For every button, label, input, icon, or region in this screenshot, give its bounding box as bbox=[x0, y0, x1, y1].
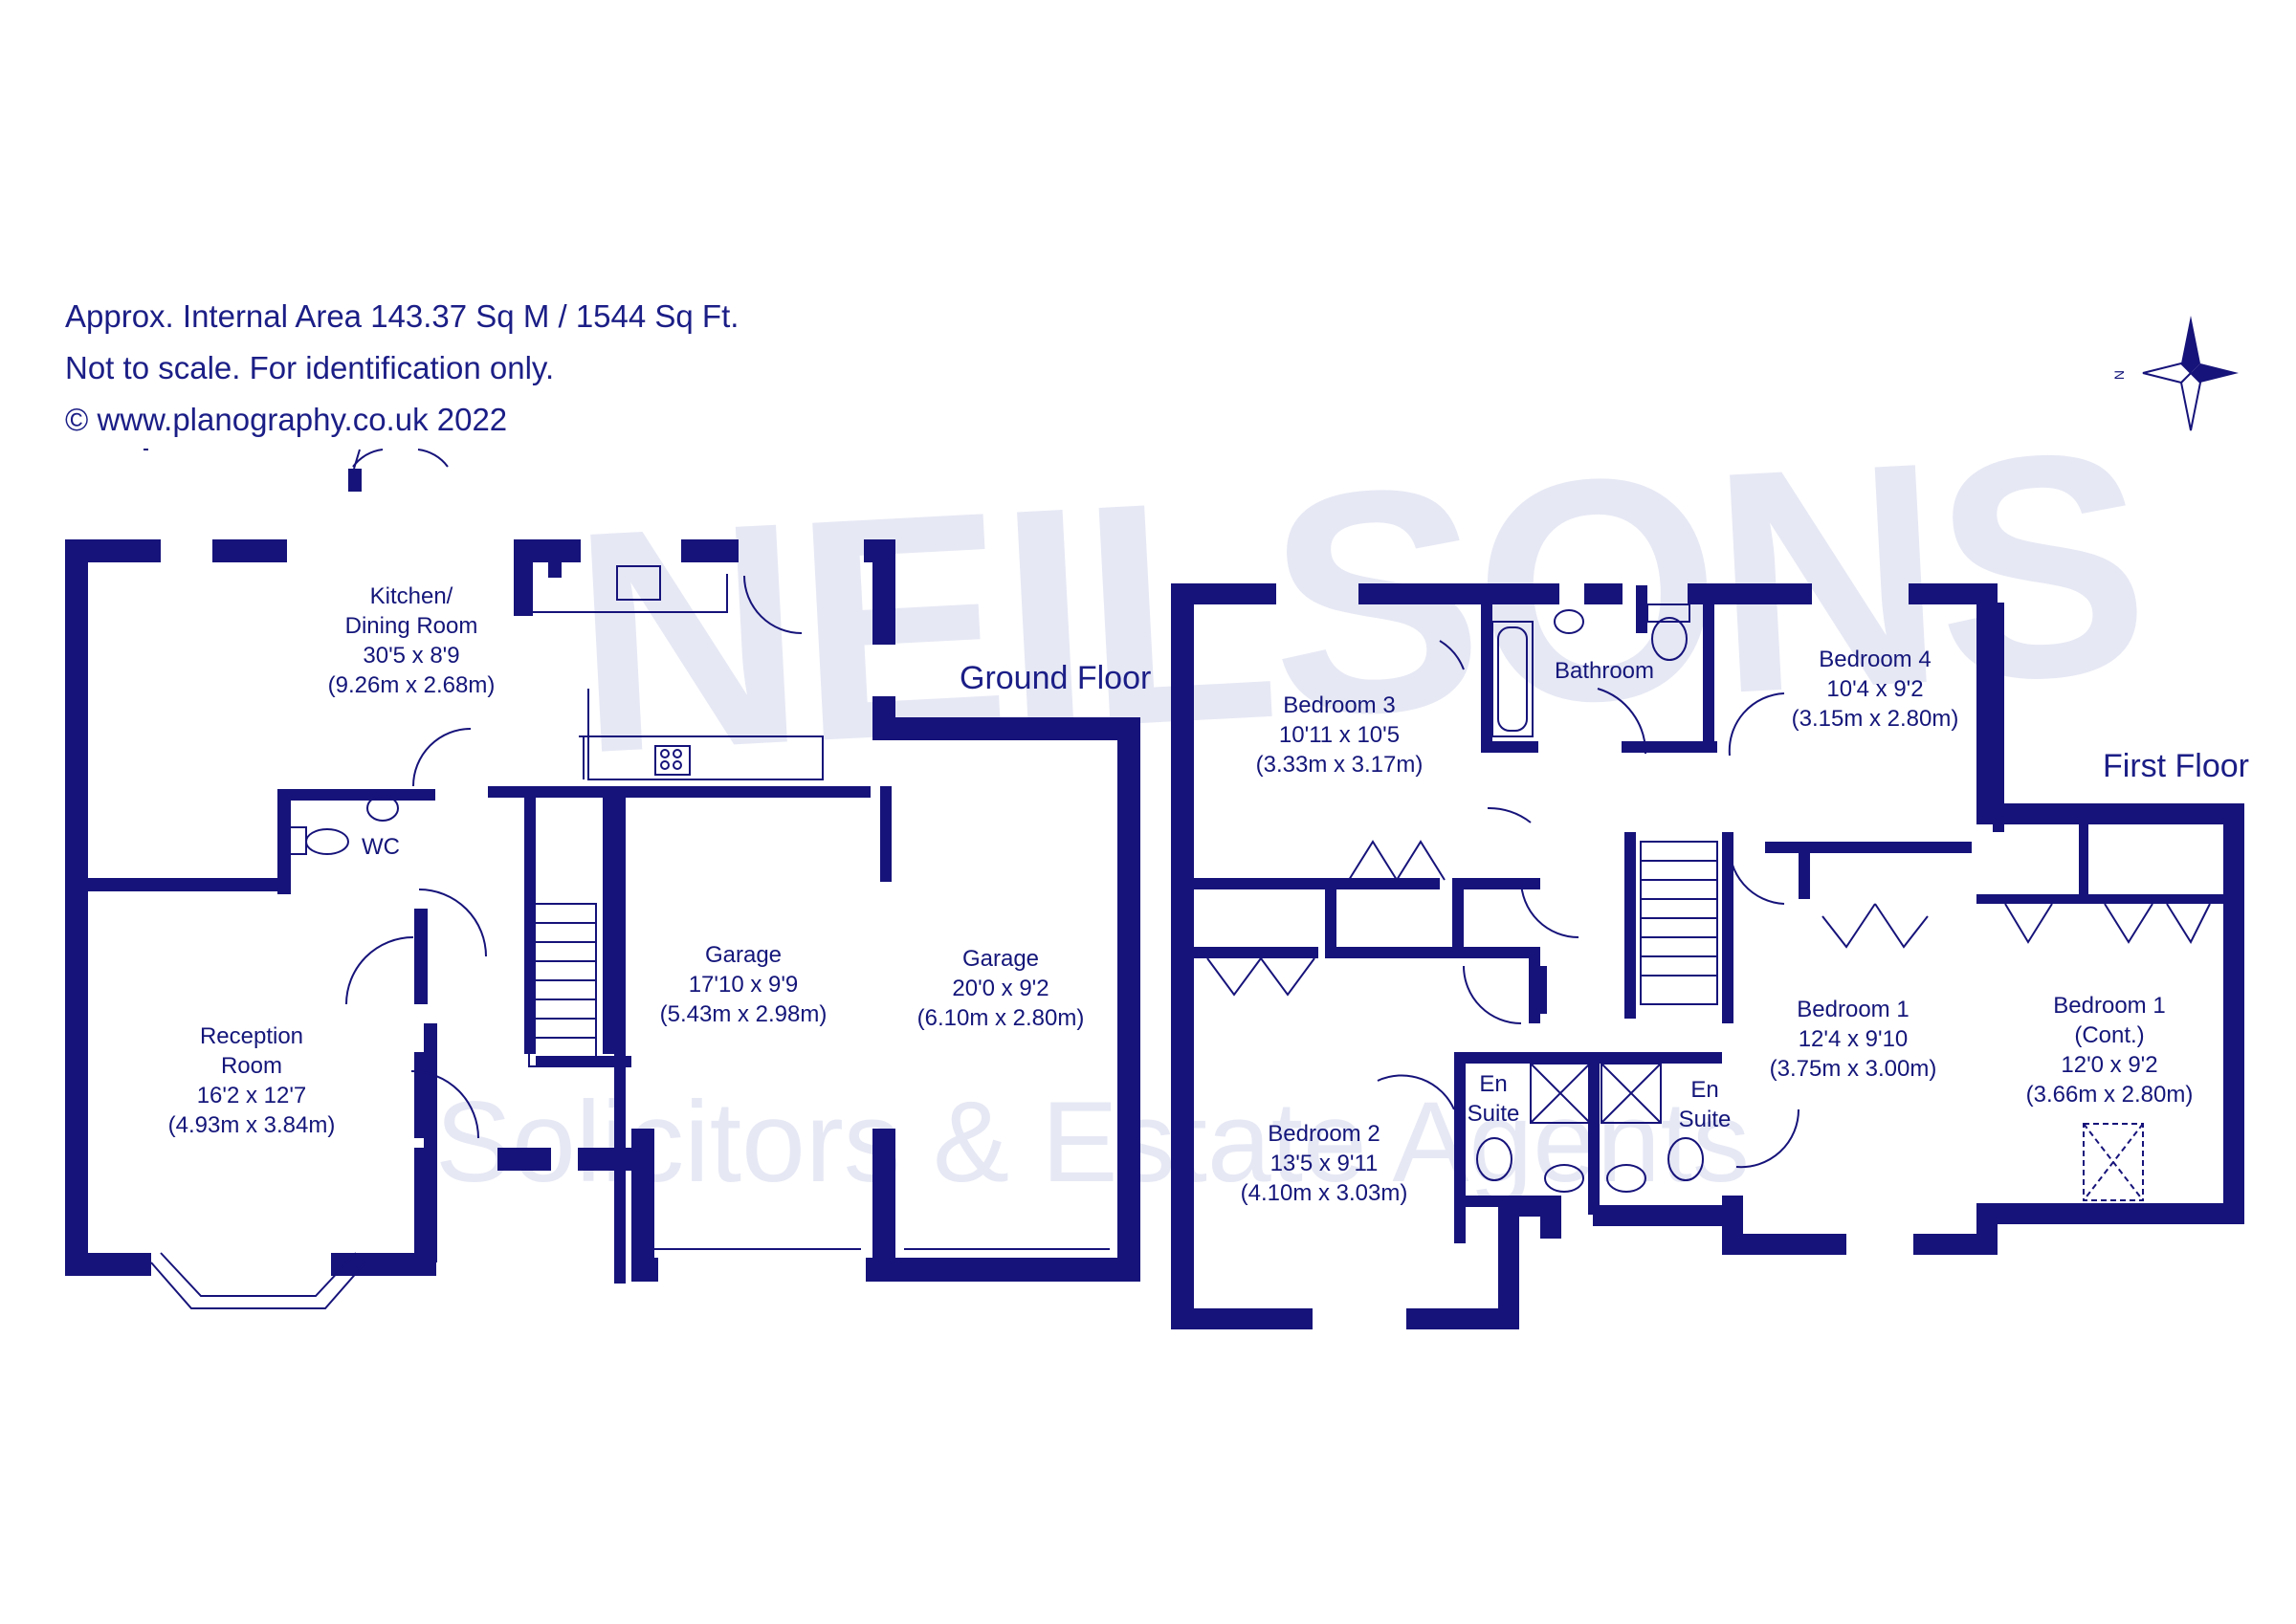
ground-floor-title: Ground Floor bbox=[960, 660, 1152, 696]
ground-floor-fixtures bbox=[144, 449, 1110, 1309]
room-dimensions-metric: (6.10m x 2.80m) bbox=[916, 1005, 1085, 1031]
room-name: Room bbox=[220, 1053, 283, 1079]
room-dimensions-metric: (3.66m x 2.80m) bbox=[2025, 1082, 2194, 1108]
room-dimensions-metric: (9.26m x 2.68m) bbox=[327, 672, 496, 698]
ground-floor-walls bbox=[65, 469, 1140, 1284]
room-name: Suite bbox=[1467, 1101, 1520, 1127]
room-reception: Reception Room 16'2 x 12'7 (4.93m x 3.84… bbox=[168, 1021, 336, 1140]
compass-rose bbox=[2142, 316, 2239, 431]
room-note: (Cont.) bbox=[2074, 1022, 2145, 1048]
internal-area-note: Approx. Internal Area 143.37 Sq M / 1544… bbox=[65, 298, 740, 334]
room-name: Reception bbox=[199, 1023, 304, 1049]
room-name: Garage bbox=[704, 942, 783, 968]
room-ensuite-1: En Suite bbox=[1468, 1069, 1520, 1129]
room-name: En bbox=[1479, 1071, 1508, 1097]
room-dimensions-imperial: 17'10 x 9'9 bbox=[688, 972, 799, 998]
room-kitchen-dining: Kitchen/ Dining Room 30'5 x 8'9 (9.26m x… bbox=[328, 582, 496, 700]
room-dimensions-imperial: 13'5 x 9'11 bbox=[1269, 1151, 1379, 1176]
room-dimensions-imperial: 30'5 x 8'9 bbox=[363, 643, 460, 669]
room-dimensions-metric: (4.93m x 3.84m) bbox=[167, 1112, 336, 1138]
scale-disclaimer: Not to scale. For identification only. bbox=[65, 350, 555, 385]
room-name: Garage bbox=[961, 946, 1040, 972]
room-bedroom-1-cont: Bedroom 1 (Cont.) 12'0 x 9'2 (3.66m x 2.… bbox=[2026, 991, 2194, 1109]
room-name: Bedroom 4 bbox=[1819, 647, 1932, 672]
first-floor-walls bbox=[1171, 583, 2244, 1329]
room-dimensions-imperial: 10'11 x 10'5 bbox=[1278, 722, 1401, 748]
room-name: Bedroom 1 bbox=[1797, 997, 1910, 1022]
room-wc: WC bbox=[362, 832, 400, 862]
room-dimensions-metric: (3.75m x 3.00m) bbox=[1769, 1056, 1937, 1082]
room-ensuite-2: En Suite bbox=[1679, 1075, 1732, 1134]
room-dimensions-metric: (3.33m x 3.17m) bbox=[1255, 752, 1424, 778]
room-dimensions-imperial: 12'4 x 9'10 bbox=[1798, 1026, 1909, 1052]
room-dimensions-imperial: 16'2 x 12'7 bbox=[196, 1083, 307, 1108]
room-dimensions-metric: (3.15m x 2.80m) bbox=[1791, 706, 1959, 732]
room-dimensions-imperial: 10'4 x 9'2 bbox=[1826, 676, 1924, 702]
room-name: Kitchen/ bbox=[369, 583, 453, 609]
room-bedroom-3: Bedroom 3 10'11 x 10'5 (3.33m x 3.17m) bbox=[1256, 691, 1424, 779]
first-floor-title: First Floor bbox=[2103, 748, 2249, 784]
room-name: Suite bbox=[1678, 1107, 1732, 1132]
room-name: Dining Room bbox=[344, 613, 478, 639]
room-bedroom-4: Bedroom 4 10'4 x 9'2 (3.15m x 2.80m) bbox=[1792, 645, 1959, 734]
room-bedroom-1: Bedroom 1 12'4 x 9'10 (3.75m x 3.00m) bbox=[1770, 995, 1937, 1084]
first-floor-fixtures bbox=[1206, 604, 2211, 1201]
room-bathroom: Bathroom bbox=[1555, 656, 1654, 686]
room-dimensions-imperial: 12'0 x 9'2 bbox=[2061, 1052, 2158, 1078]
room-bedroom-2: Bedroom 2 13'5 x 9'11 (4.10m x 3.03m) bbox=[1241, 1119, 1408, 1208]
room-name: Bedroom 2 bbox=[1268, 1121, 1380, 1147]
copyright-note: © www.planography.co.uk 2022 bbox=[65, 402, 508, 437]
compass-label: N bbox=[2111, 369, 2128, 381]
room-name: Bedroom 1 bbox=[2053, 993, 2166, 1019]
room-dimensions-metric: (4.10m x 3.03m) bbox=[1240, 1180, 1408, 1206]
room-dimensions-imperial: 20'0 x 9'2 bbox=[952, 976, 1049, 1001]
room-name: Bathroom bbox=[1554, 658, 1655, 684]
room-name: En bbox=[1690, 1077, 1719, 1103]
room-garage-2: Garage 20'0 x 9'2 (6.10m x 2.80m) bbox=[917, 944, 1085, 1033]
room-name: Bedroom 3 bbox=[1283, 692, 1396, 718]
room-dimensions-metric: (5.43m x 2.98m) bbox=[659, 1001, 828, 1027]
room-name: WC bbox=[362, 834, 400, 860]
room-garage-1: Garage 17'10 x 9'9 (5.43m x 2.98m) bbox=[660, 940, 828, 1029]
